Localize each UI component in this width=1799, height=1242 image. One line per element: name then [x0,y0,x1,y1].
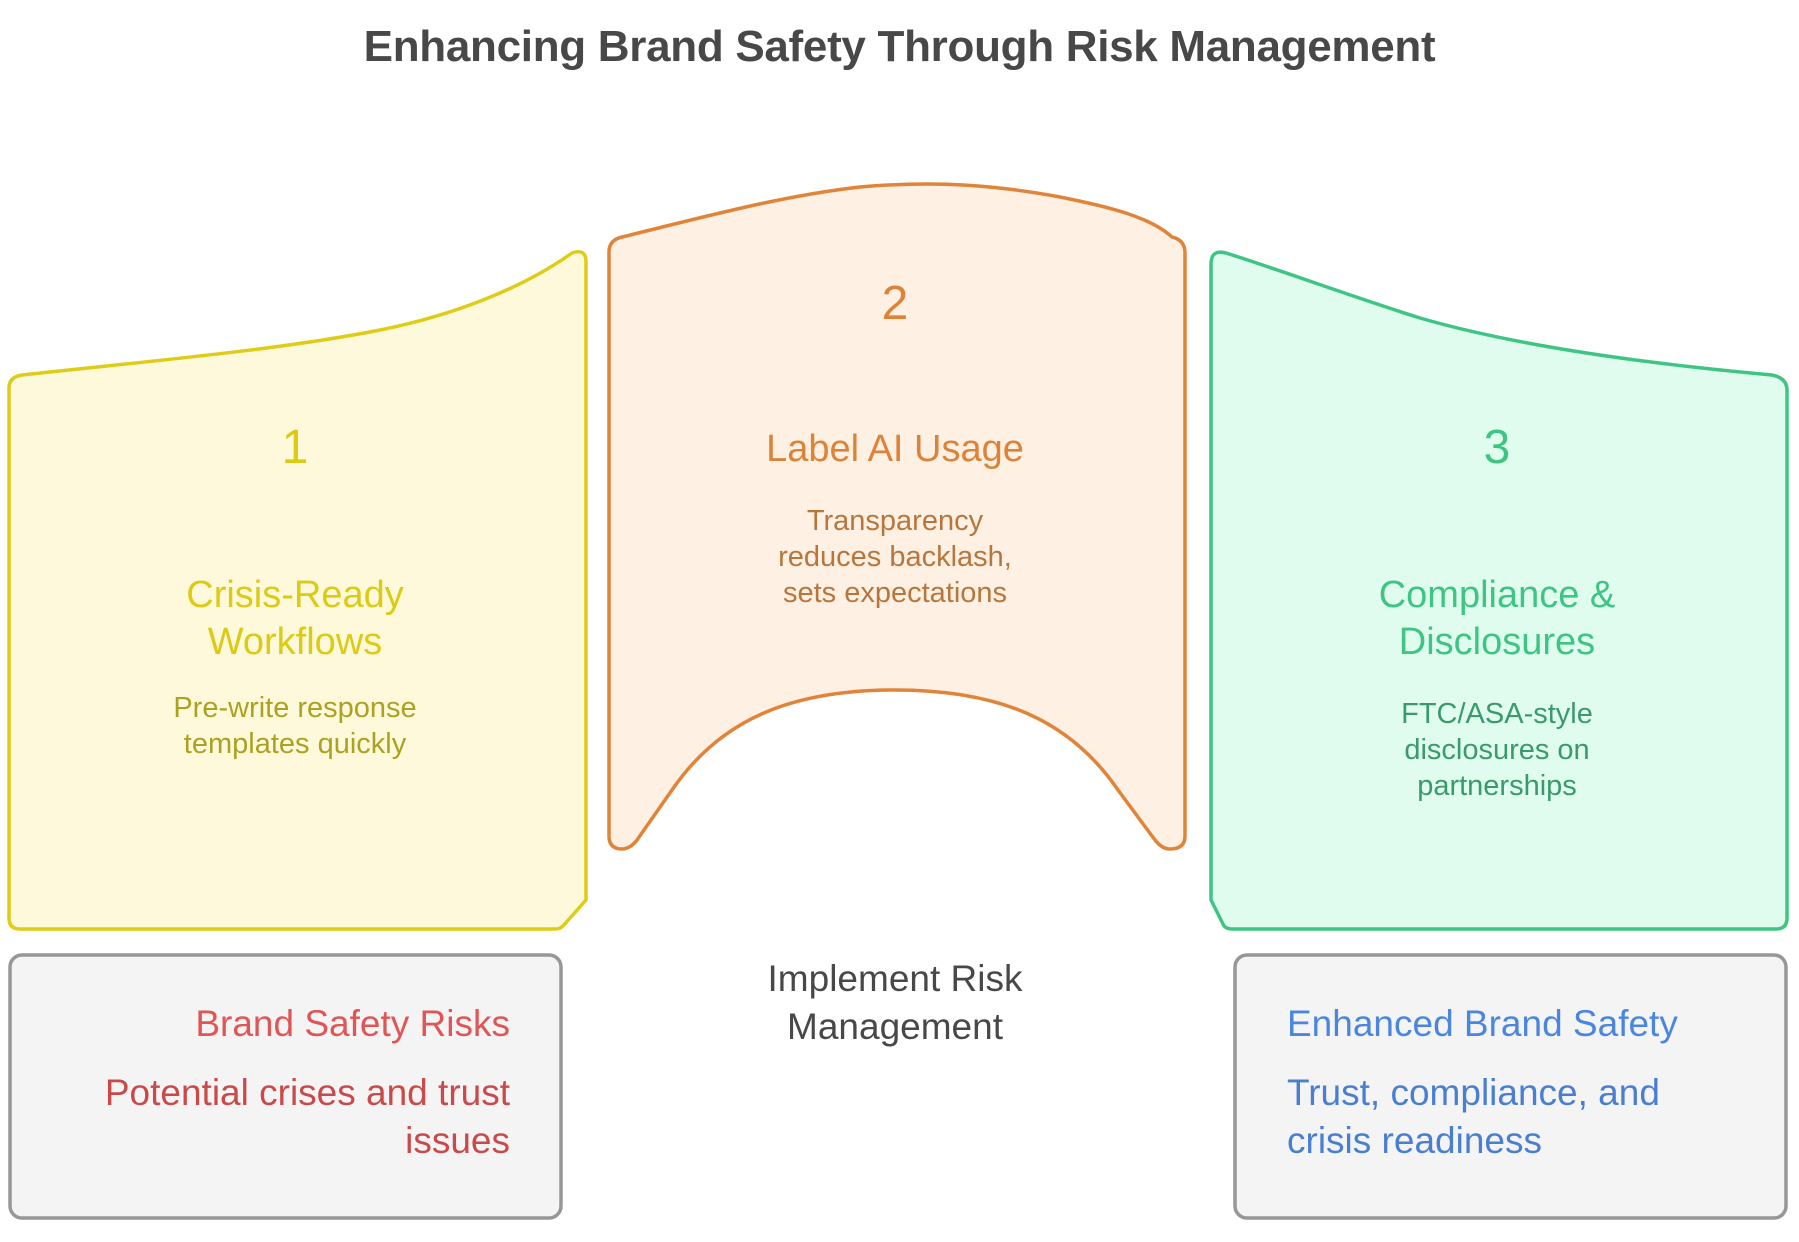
diagram-title: Enhancing Brand Safety Through Risk Mana… [363,22,1436,71]
step-1-description-line: Pre-write response [173,692,417,724]
start-box-description-line: issues [405,1120,510,1161]
step-1-title-line: Workflows [207,621,383,663]
center-label: Implement Risk Management [680,955,1110,1051]
step-1-title: Crisis-Ready Workflows [100,572,490,666]
step-2-number: 2 [881,277,909,330]
step-1-number: 1 [281,421,309,474]
step-3-description-line: partnerships [1417,770,1577,802]
step-2-title: Label AI Usage [700,426,1090,473]
step-3-description-line: FTC/ASA-style [1401,698,1593,730]
center-label-line: Implement Risk [767,958,1023,999]
end-box-frame [1233,953,1788,1220]
step-2-panel [607,182,1187,851]
step-3-description-line: disclosures on [1404,734,1590,766]
start-box-title: Brand Safety Risks [195,1003,510,1044]
step-2-description-line: reduces backlash, [778,541,1012,573]
step-3-number: 3 [1483,421,1511,474]
step-1-panel [7,249,588,931]
step-3-title: Compliance & Disclosures [1297,572,1697,666]
start-box: Brand Safety Risks Potential crises and … [40,1003,510,1165]
end-box: Enhanced Brand Safety Trust, compliance,… [1287,1003,1757,1165]
step-1-description-line: templates quickly [183,728,407,760]
start-box-description-line: Potential crises and trust [104,1072,510,1113]
step-2-title-line: Label AI Usage [766,428,1024,470]
end-box-description: Trust, compliance, and crisis readiness [1287,1069,1757,1165]
start-box-description: Potential crises and trust issues [40,1069,510,1165]
end-box-description-line: Trust, compliance, and [1287,1072,1660,1113]
step-2-description: Transparency reduces backlash, sets expe… [700,503,1090,611]
start-box-frame [8,953,563,1220]
step-3-title-line: Disclosures [1398,621,1596,663]
step-3-panel [1209,250,1789,931]
center-label-line: Management [787,1006,1003,1047]
step-2-description-line: Transparency [806,505,984,537]
end-box-title: Enhanced Brand Safety [1287,1003,1678,1044]
step-3-title-line: Compliance & [1378,574,1616,616]
end-box-description-line: crisis readiness [1287,1120,1542,1161]
step-1-description: Pre-write response templates quickly [100,690,490,762]
step-2-description-line: sets expectations [782,577,1008,609]
step-3-description: FTC/ASA-style disclosures on partnership… [1297,696,1697,804]
step-1-title-line: Crisis-Ready [186,574,404,616]
